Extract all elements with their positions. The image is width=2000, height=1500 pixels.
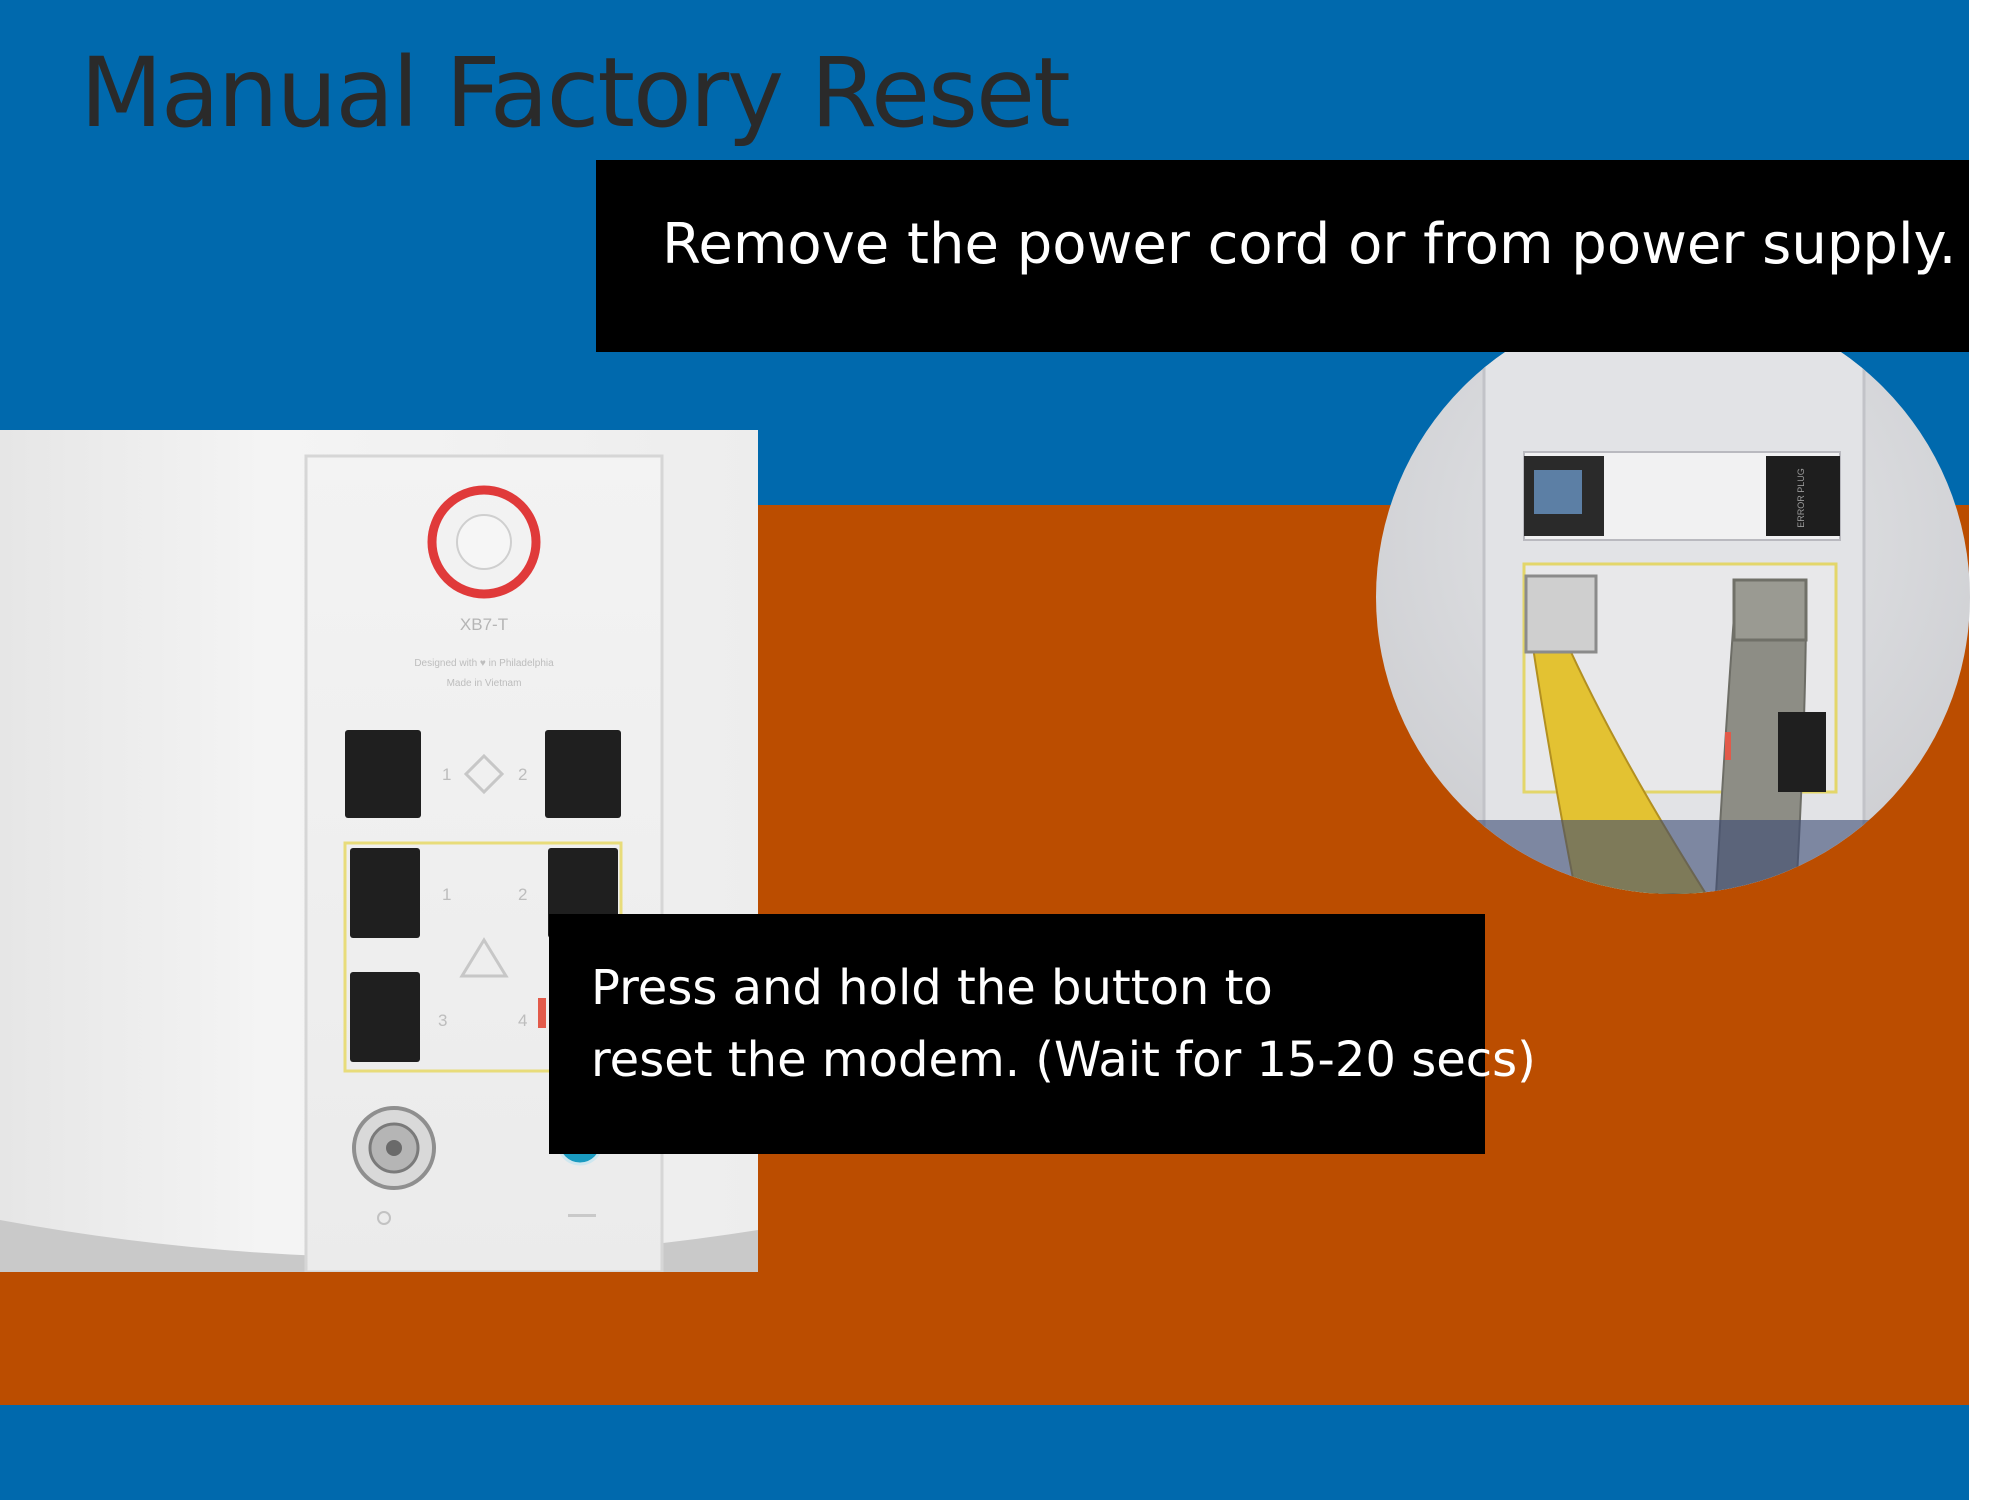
- gray-ethernet-cable: [1714, 588, 1808, 894]
- status-led: [538, 998, 546, 1028]
- modem-model-label: XB7-T: [460, 615, 508, 634]
- step-reset-line-1: Press and hold the button to: [591, 960, 1273, 1016]
- modem-designed-label: Designed with ♥ in Philadelphia: [414, 658, 554, 669]
- port-label: 4: [518, 1011, 527, 1030]
- power-port-icon: [1766, 456, 1840, 536]
- step-remove-power-text: Remove the power cord or from power supp…: [662, 212, 1957, 277]
- reset-button: [456, 514, 512, 570]
- port-label: 2: [518, 765, 527, 784]
- page-edge: [1969, 0, 2000, 1500]
- lan-diamond-icon: [463, 753, 505, 795]
- yellow-ethernet-cable: [1524, 588, 1708, 894]
- modem-made-label: Made in Vietnam: [447, 678, 522, 689]
- port-label: 1: [442, 765, 451, 784]
- port-label: 1: [442, 885, 451, 904]
- step-remove-power-callout: Remove the power cord or from power supp…: [596, 160, 1969, 352]
- step-reset-line-2: reset the modem. (Wait for 15-20 secs): [591, 1032, 1536, 1088]
- reset-highlight-circle: [427, 485, 541, 599]
- port-label: 3: [438, 1011, 447, 1030]
- ethernet-port: [350, 972, 420, 1062]
- warning-triangle-icon: [459, 937, 509, 978]
- ethernet-port: [345, 730, 421, 818]
- ethernet-port: [350, 848, 420, 938]
- port-label: 2: [518, 885, 527, 904]
- port-warning-label: ERROR PLUG: [1796, 468, 1806, 528]
- ethernet-port: [545, 730, 621, 818]
- page-title: Manual Factory Reset: [80, 37, 1071, 149]
- step-reset-callout: Press and hold the button to reset the m…: [549, 914, 1536, 1154]
- power-cable-photo: ERROR PLUG: [1376, 300, 1970, 894]
